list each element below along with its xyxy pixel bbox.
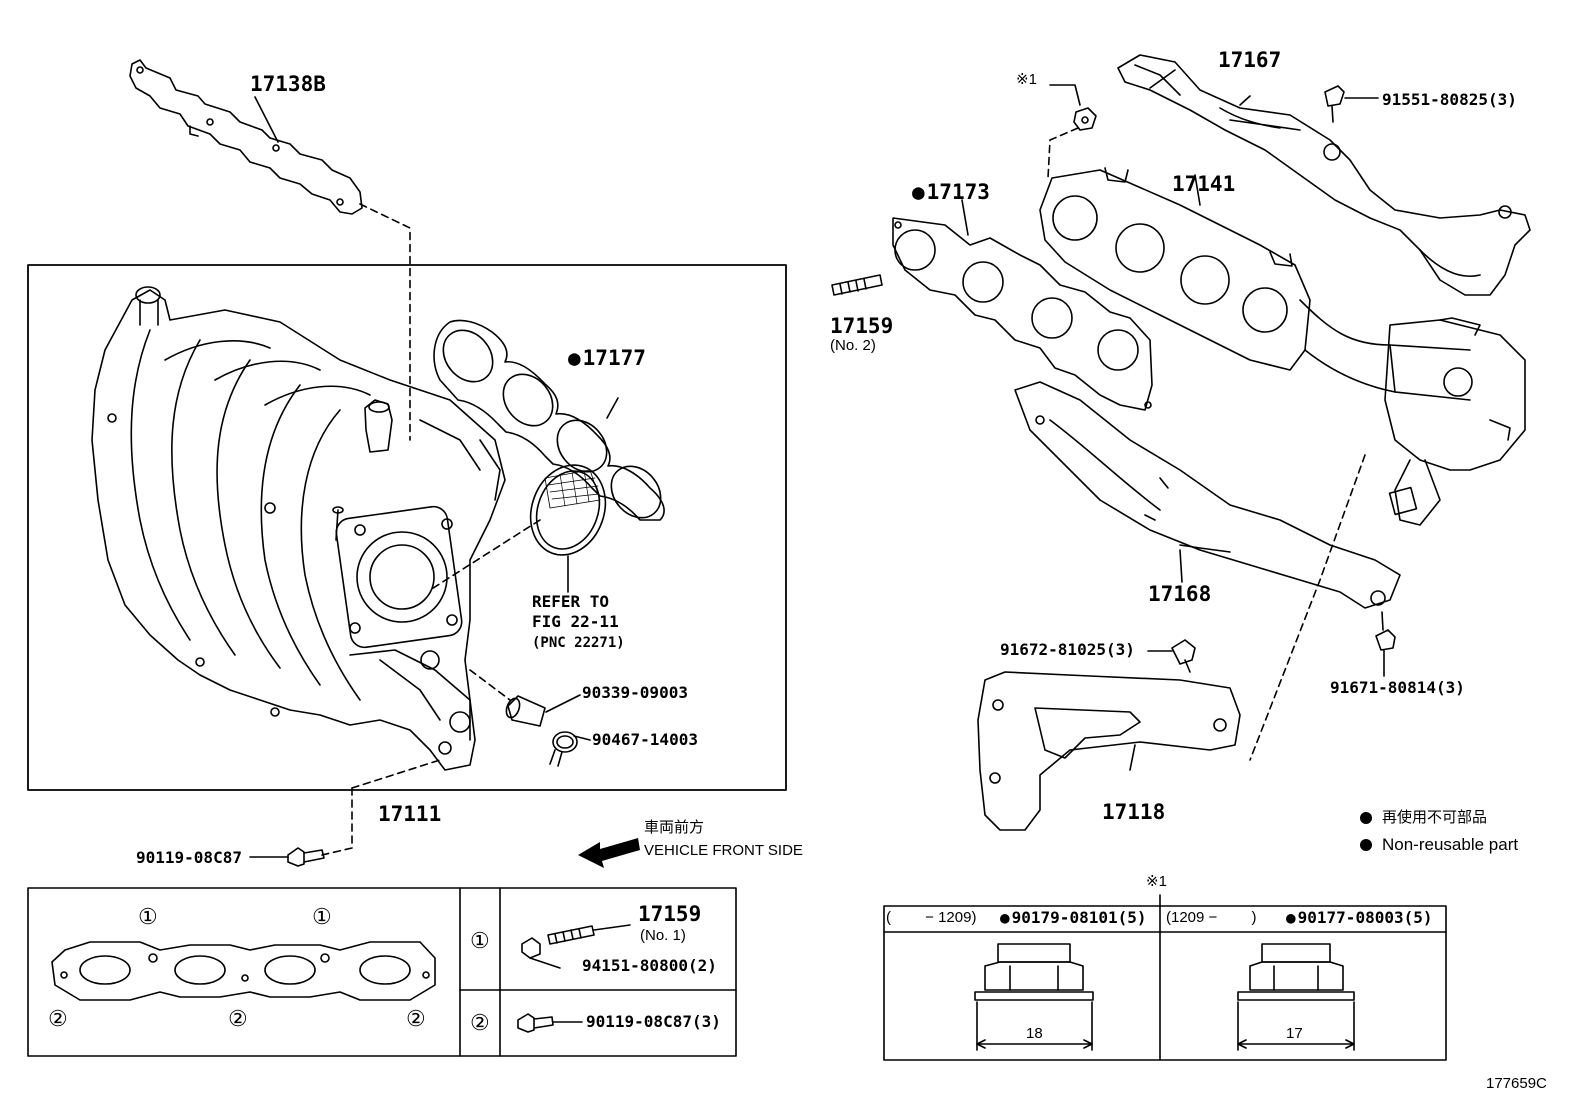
nut-right-dim: 17 [1286,1025,1303,1042]
legend-jp: 再使用不可部品 [1382,809,1488,826]
gasket-table [27,887,737,1057]
table-mark2: ② [470,1010,490,1035]
table-mark1: ① [470,928,490,953]
mark2-b: ② [228,1006,248,1031]
bracket-17118 [977,671,1241,831]
gasket-17177 [433,319,665,521]
bolt-91551 [1324,85,1379,123]
nut-note-mark: ※1 [1146,873,1167,890]
insulator-17138b [129,59,363,215]
label-90119-table: 90119-08C87(3) [586,1012,721,1031]
nut-left-dim: 18 [1026,1025,1043,1042]
refer-line3: (PNC 22271) [532,635,625,651]
nut-right-part: 90177-08003(5) [1286,910,1433,926]
mark2-a: ② [48,1006,68,1031]
stud-17159-no2 [831,274,883,296]
note1-mark: ※1 [1016,71,1037,88]
label-90467: 90467-14003 [592,730,698,749]
throttle-gasket [529,464,607,593]
intake-manifold-17111 [91,286,506,771]
mark2-c: ② [406,1006,426,1031]
exhaust-manifold-17141 [1039,167,1526,526]
legend-en: Non-reusable part [1382,835,1519,854]
label-17173: 17173 [912,182,990,203]
label-90339: 90339-09003 [582,683,688,702]
label-17159-no1-sub: (No. 1) [640,927,686,944]
nut-left-part: 90179-08101(5) [1000,910,1147,926]
figure-id: 177659C [1486,1075,1547,1092]
label-90119: 90119-08C87 [136,848,242,867]
front-arrow [578,838,640,868]
label-17159-no2: 17159 [830,314,894,338]
label-91672: 91672-81025(3) [1000,640,1135,659]
label-91551: 91551-80825(3) [1382,90,1517,109]
label-17141: 17141 [1172,172,1236,196]
label-17167: 17167 [1218,48,1282,72]
label-17138b: 17138B [250,72,326,96]
legend-dot-en [1360,839,1372,851]
leader-17138b [359,203,411,441]
label-91671: 91671-80814(3) [1330,678,1465,697]
direction-en: VEHICLE FRONT SIDE [644,842,803,859]
bolt-91671 [1375,611,1396,677]
mark1-a: ① [138,904,158,929]
label-17168: 17168 [1148,582,1212,606]
mark1-b: ① [312,904,332,929]
insulator-17167 [1117,54,1531,296]
legend-dot-jp [1360,812,1372,824]
direction-jp: 車両前方 [644,819,705,836]
label-17159-no2-sub: (No. 2) [830,337,876,354]
label-17177: 17177 [568,348,646,369]
bolt-90119 [249,847,325,867]
nut-right-range: (1209 − ) [1166,909,1257,926]
nut-note1 [1049,84,1097,131]
label-94151: 94151-80800(2) [582,956,717,975]
gasket-17173 [892,217,1153,411]
label-17159-no1: 17159 [638,902,702,926]
nut-table [883,894,1447,1061]
manifold-frame [27,264,787,791]
label-17111: 17111 [378,802,442,826]
bolt-91672 [1147,639,1196,673]
leader-gasket [429,519,541,591]
plug-90339 [505,694,581,727]
nut-left-range: ( − 1209) [886,909,977,926]
refer-line2: FIG 22-11 [532,612,619,631]
label-17118: 17118 [1102,800,1166,824]
clamp-90467 [549,731,591,767]
insulator-17168 [1014,381,1401,609]
refer-line1: REFER TO [532,592,610,611]
